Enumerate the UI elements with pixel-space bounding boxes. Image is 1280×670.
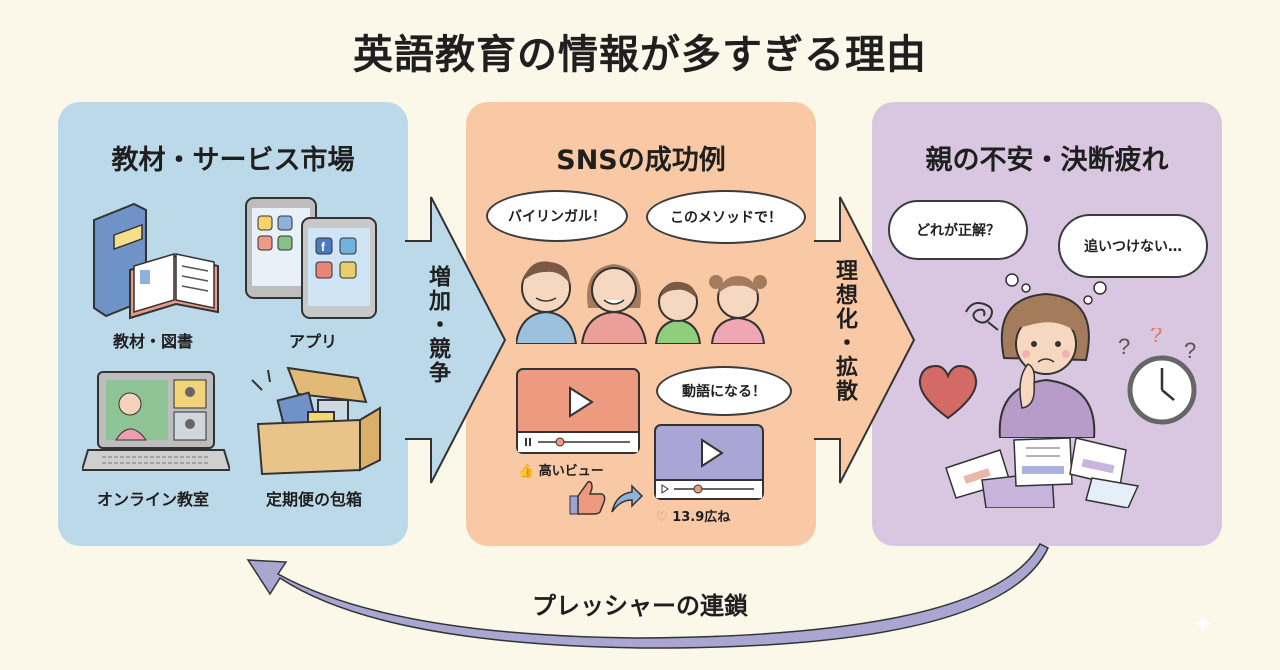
heart-icon: ♡ [656, 510, 668, 525]
caption-subscription-box: 定期便の包箱 [265, 490, 362, 509]
likes-text: 13.9広ね [672, 510, 731, 525]
video-player-icon[interactable] [516, 368, 640, 454]
panel-parent-anxiety: 親の不安・決断疲れ どれが正解？ 追いつけない… ? ? ? [872, 102, 1222, 546]
thought-dots-icon [1005, 273, 1107, 305]
svg-text:?: ? [1118, 334, 1130, 359]
views-label: 👍 高いビュー [518, 460, 604, 479]
family-icon [516, 261, 767, 344]
thumbs-up-icon: 👍 [518, 464, 535, 479]
panel-market-title: 教材・サービス市場 [111, 145, 355, 176]
thought-cloud-cant-keep-up: 追いつけない… [1058, 214, 1208, 278]
speech-bubble-result: 動語になる！ [656, 366, 792, 416]
right-arrow-icon [405, 196, 507, 484]
svg-text:?: ? [1184, 338, 1196, 363]
panel-sns: SNSの成功例 バイリンガル！ このメソッドで！ 👍 [466, 102, 816, 546]
arrow-label-increase: 増加・競争 [425, 265, 450, 385]
video-player-icon-2[interactable] [654, 424, 764, 500]
loop-arrow-icon [246, 543, 1049, 649]
arrow-label-idealize: 理想化・拡散 [832, 259, 857, 403]
books-icon [93, 202, 219, 320]
clock-icon: ? ? ? [1118, 328, 1197, 425]
views-text: 高いビュー [538, 464, 604, 479]
worried-parent-icon [998, 292, 1096, 438]
svg-text:f: f [321, 240, 326, 254]
speech-bubble-method: このメソッドで！ [646, 190, 806, 244]
tablets-icon: f [245, 197, 377, 319]
panel-market: 教材・サービス市場 教材・図書 f アプリ [58, 102, 408, 546]
right-arrow-icon-2 [814, 196, 916, 484]
arrow-idealize-spread: 理想化・拡散 [814, 195, 924, 485]
like-share-icon [569, 480, 644, 515]
laptop-video-call-icon [82, 371, 230, 471]
likes-label: ♡ 13.9広ね [656, 506, 730, 525]
svg-text:?: ? [1150, 328, 1162, 347]
panel-sns-title: SNSの成功例 [556, 145, 726, 176]
diagram-title: 英語教育の情報が多すぎる理由 [353, 32, 927, 78]
speech-bubble-bilingual: バイリンガル！ [486, 190, 628, 242]
loop-label: プレッシャーの連鎖 [532, 592, 748, 620]
arrow-increase-competition: 増加・競争 [405, 195, 515, 485]
heart-icon-large [918, 364, 978, 420]
caption-apps: アプリ [288, 332, 337, 351]
subscription-box-icon [251, 366, 381, 476]
panel-anxiety-title: 親の不安・決断疲れ [925, 145, 1169, 176]
caption-books: 教材・図書 [112, 332, 193, 351]
sparkle-icon: ✦ [1192, 610, 1214, 640]
thought-cloud-which-correct: どれが正解？ [888, 200, 1028, 260]
scattered-papers-icon [945, 437, 1140, 508]
caption-online-class: オンライン教室 [96, 490, 209, 509]
stress-swirl-icon [965, 302, 999, 331]
